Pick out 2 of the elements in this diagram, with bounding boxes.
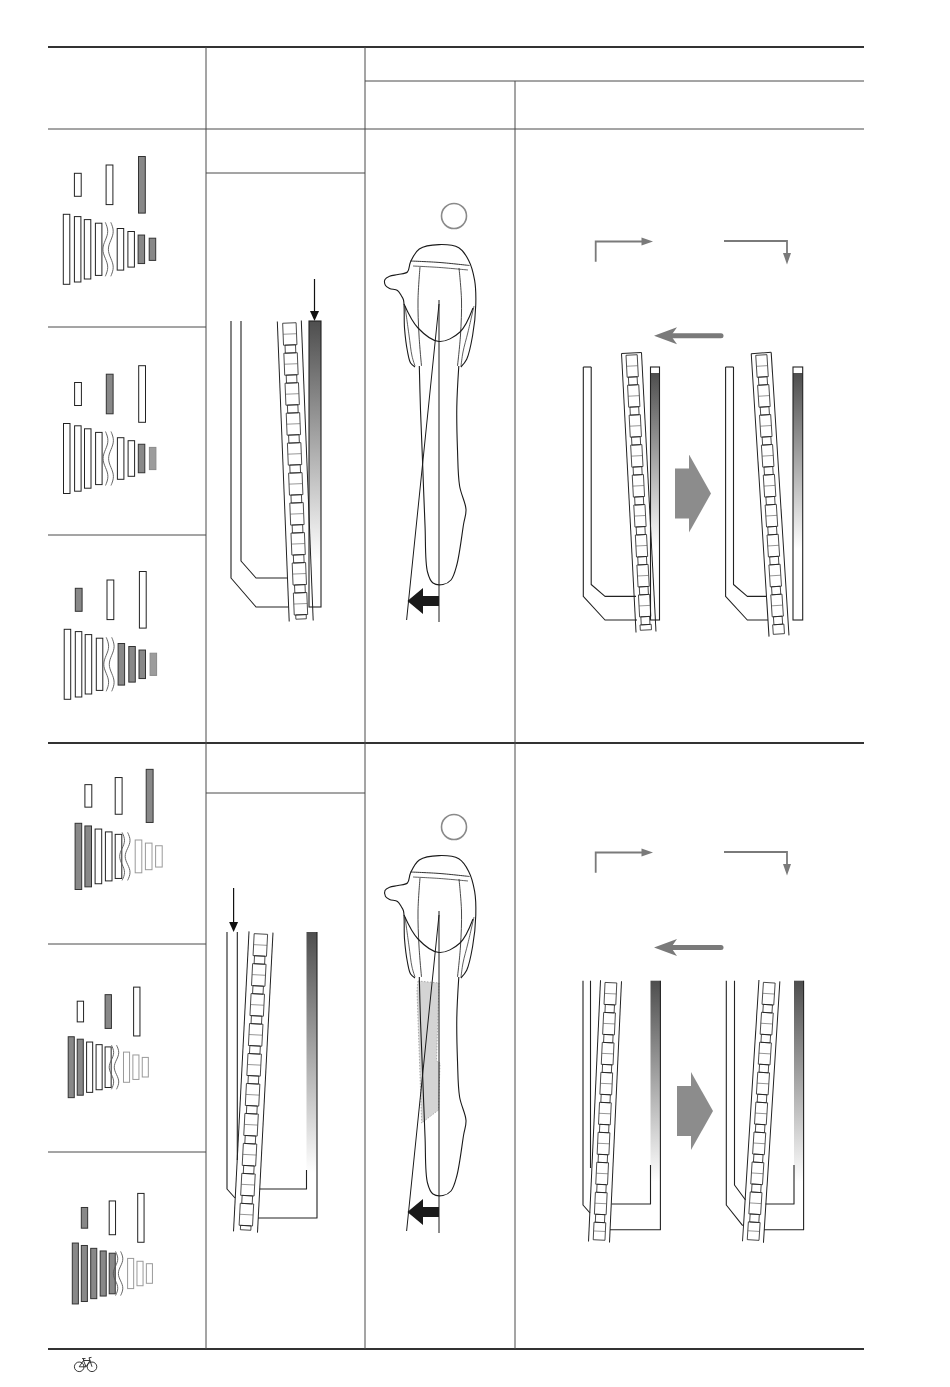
block-arrow	[677, 1072, 713, 1150]
block-arrow	[675, 454, 711, 533]
